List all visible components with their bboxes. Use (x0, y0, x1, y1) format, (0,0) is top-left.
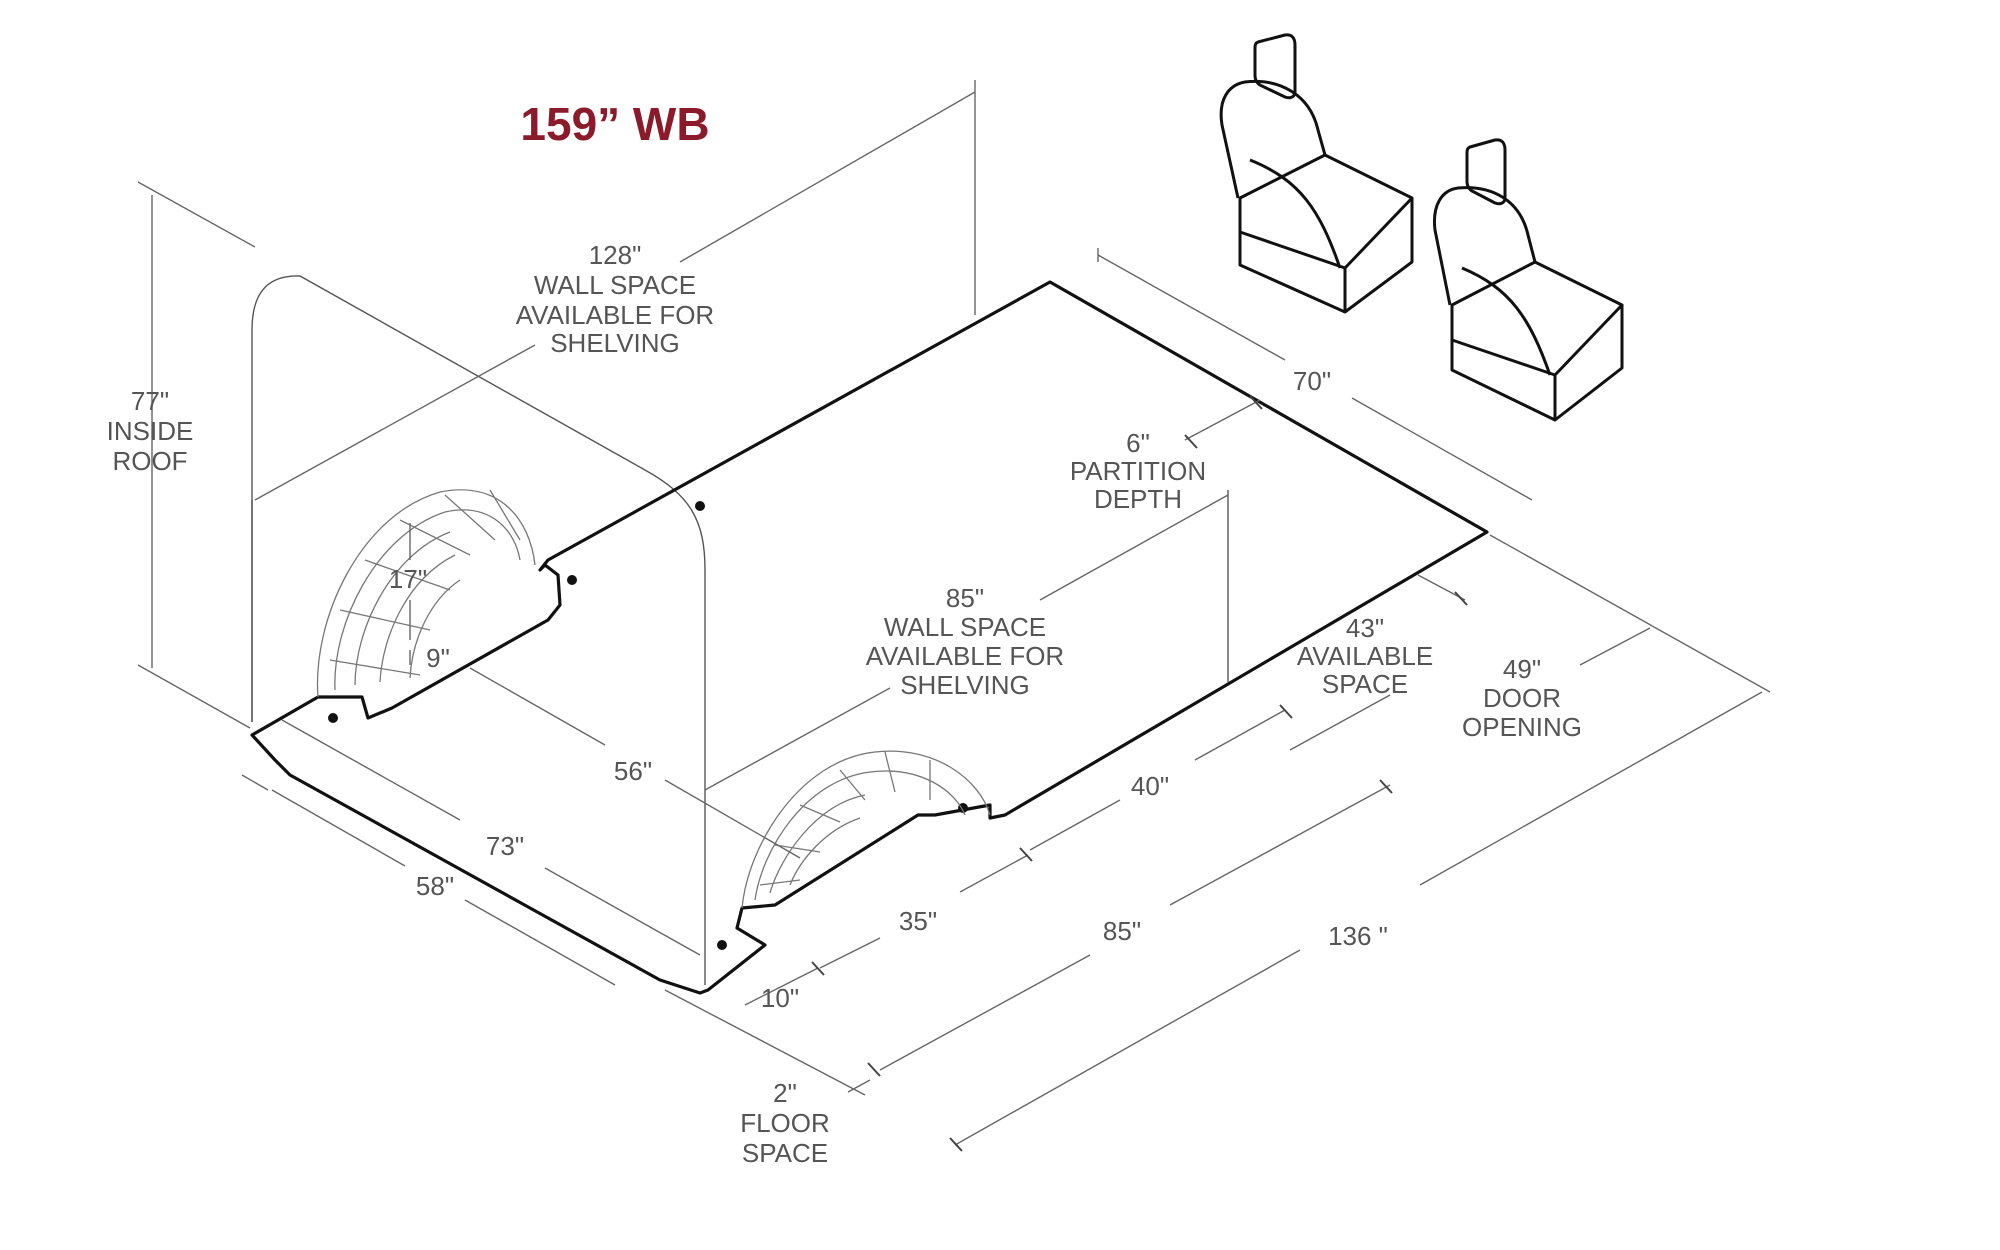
inside-roof-value: 77" (131, 386, 169, 416)
wall-space-mid-line2: AVAILABLE FOR (866, 641, 1064, 671)
label-wall-space-top: 128" WALL SPACE AVAILABLE FOR SHELVING (516, 240, 714, 358)
width-58-label: 58" (416, 871, 454, 901)
available-line2: SPACE (1322, 669, 1408, 699)
length-40-label: 40" (1131, 771, 1169, 801)
dimension-lines (137, 80, 1771, 1146)
length-10-label: 10" (761, 983, 799, 1013)
rear-wheel-well (316, 489, 536, 698)
wall-space-mid-value: 85" (946, 583, 984, 613)
floor-space-line2: SPACE (742, 1138, 828, 1168)
diagram-title: 159” WB (520, 98, 709, 150)
wall-space-top-value: 128" (589, 240, 642, 270)
anchor-dot (695, 501, 705, 511)
available-line1: AVAILABLE (1297, 641, 1433, 671)
wall-space-top-line3: SHELVING (550, 328, 680, 358)
floor-space-line1: FLOOR (740, 1108, 830, 1138)
length-70-label: 70" (1293, 366, 1331, 396)
anchor-dot (328, 713, 338, 723)
label-available-space: 43" AVAILABLE SPACE (1297, 613, 1433, 699)
wall-space-top-line1: WALL SPACE (534, 270, 696, 300)
label-wall-space-mid: 85" WALL SPACE AVAILABLE FOR SHELVING (866, 583, 1064, 700)
inside-roof-line2: ROOF (112, 446, 187, 476)
partition-line1: PARTITION (1070, 456, 1206, 486)
label-inside-roof: 77" INSIDE ROOF (107, 386, 194, 476)
floor-outline (250, 280, 1489, 995)
wall-space-top-line2: AVAILABLE FOR (516, 300, 714, 330)
wheel-gap-label: 9" (426, 643, 450, 673)
anchor-dot (717, 940, 727, 950)
rear-wall-outline (251, 275, 706, 985)
partition-line2: DEPTH (1094, 484, 1182, 514)
available-value: 43" (1346, 613, 1384, 643)
door-value: 49" (1503, 654, 1541, 684)
inside-roof-line1: INSIDE (107, 416, 194, 446)
front-wheel-well (741, 750, 991, 909)
dimension-ticks (811, 395, 1468, 1152)
between-wells-label: 56" (614, 756, 652, 786)
door-line1: DOOR (1483, 683, 1561, 713)
label-floor-space: 2" FLOOR SPACE (740, 1078, 830, 1168)
length-35-label: 35" (899, 906, 937, 936)
length-136-label: 136 " (1328, 921, 1388, 951)
width-73-label: 73" (486, 831, 524, 861)
anchor-dot (567, 575, 577, 585)
partition-value: 6" (1126, 428, 1150, 458)
label-partition: 6" PARTITION DEPTH (1070, 428, 1206, 514)
door-line2: OPENING (1462, 712, 1582, 742)
wall-space-mid-line1: WALL SPACE (884, 612, 1046, 642)
driver-seat (1219, 33, 1414, 314)
wheel-height-label: 17" (389, 564, 427, 594)
floor-space-value: 2" (773, 1078, 797, 1108)
passenger-seat (1432, 138, 1624, 422)
wall-space-mid-line3: SHELVING (900, 670, 1030, 700)
label-door-opening: 49" DOOR OPENING (1462, 654, 1582, 742)
length-85-label: 85" (1103, 916, 1141, 946)
